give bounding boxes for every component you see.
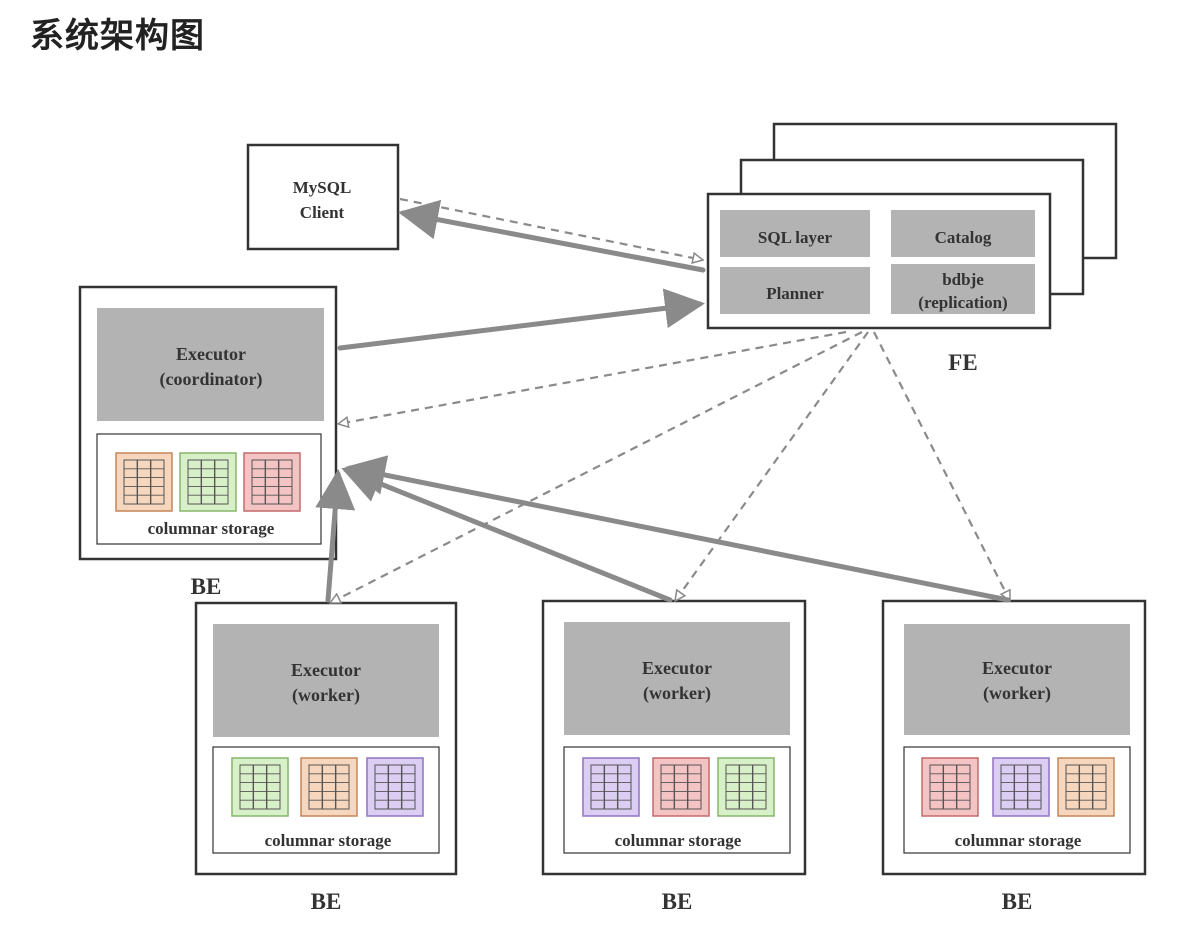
mysql-client-box [246,143,400,251]
coordinator-storage-label: columnar storage [148,519,275,538]
coordinator-to-fe-arrow [337,288,705,351]
purple-table-icon [992,757,1050,817]
coordinator-role-label: (coordinator) [160,369,263,390]
fe-label: FE [948,350,977,375]
green-table-icon [231,757,289,817]
coordinator-tables [115,452,301,512]
green-table-icon [717,757,775,817]
client-label: Client [300,203,345,222]
worker-executor-label-1: Executor [291,660,361,680]
fe-node: SQL layer Planner Catalog bdbje (replica… [706,122,1118,375]
planner-box [720,267,870,314]
planner-label: Planner [766,284,824,303]
worker-storage-label-3: columnar storage [955,831,1082,850]
worker2-to-coordinator-arrow [341,464,673,603]
orange-table-icon [300,757,358,817]
fe-to-worker2-arrow [675,331,869,601]
worker-tables-1 [231,757,424,817]
coordinator-be-node: Executor (coordinator) columnar storage … [78,285,338,599]
replication-label: (replication) [918,293,1007,312]
fe-to-coordinator-arrow [338,330,847,424]
worker3-to-coordinator-arrow [345,455,1011,603]
worker-executor-box-2 [564,622,790,735]
purple-table-icon [366,757,424,817]
bdbje-label: bdbje [942,270,984,289]
red-table-icon [652,757,710,817]
worker-executor-box-3 [904,624,1130,735]
page-title: 系统架构图 [30,16,205,56]
red-table-icon [921,757,979,817]
worker-storage-label-1: columnar storage [265,831,392,850]
coordinator-executor-label: Executor [176,344,246,364]
coordinator-executor-box [97,308,324,421]
fe-to-worker3-arrow [873,331,1011,601]
worker-executor-label-2: Executor [642,658,712,678]
client-to-fe-arrow [399,197,703,260]
coordinator-be-label: BE [191,574,222,599]
worker1-to-coordinator-arrow [315,469,356,603]
worker-be-label-2: BE [662,889,693,914]
worker-be-node-2: Executor (worker) columnar storage BE [541,599,807,914]
orange-table-icon [115,452,173,512]
red-table-icon [243,452,301,512]
worker-storage-label-2: columnar storage [615,831,742,850]
worker-role-label-2: (worker) [643,683,711,704]
catalog-label: Catalog [935,228,992,247]
dashed-arrows [330,197,1011,604]
worker-role-label-3: (worker) [983,683,1051,704]
solid-arrows [315,199,1011,603]
worker-executor-label-3: Executor [982,658,1052,678]
orange-table-icon [1057,757,1115,817]
sql-layer-box [720,210,870,257]
sql-layer-label: SQL layer [758,228,833,247]
mysql-label: MySQL [293,178,352,197]
worker-be-label-3: BE [1002,889,1033,914]
worker-be-label-1: BE [311,889,342,914]
worker-be-node-3: Executor (worker) columnar storage BE [881,599,1147,914]
fe-to-client-arrow [398,199,706,273]
purple-table-icon [582,757,640,817]
green-table-icon [179,452,237,512]
worker-be-node-1: Executor (worker) columnar storage BE [194,601,458,914]
catalog-box [891,210,1035,257]
worker-executor-box-1 [213,624,439,737]
worker-role-label-1: (worker) [292,685,360,706]
bdbje-box [891,264,1035,314]
mysql-client-node: MySQL Client [246,143,400,251]
fe-to-worker1-arrow [330,331,863,604]
worker-tables-2 [582,757,775,817]
worker-tables-3 [921,757,1115,817]
